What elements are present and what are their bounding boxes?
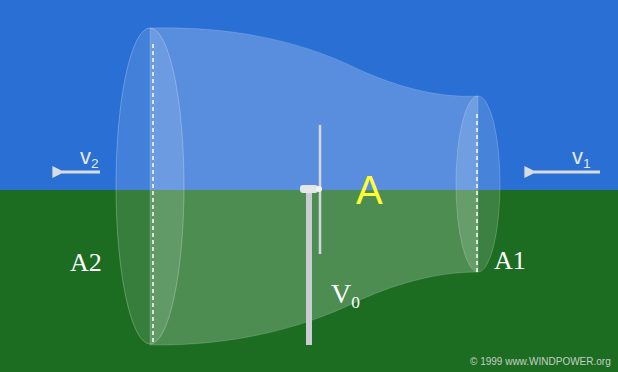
tube-outlet xyxy=(116,28,184,344)
outflow-arrow xyxy=(62,171,100,174)
area-label: A2 xyxy=(70,250,102,276)
turbine-hub xyxy=(316,186,322,192)
velocity-label: v1 xyxy=(572,146,591,170)
stream-tube xyxy=(150,28,478,345)
section-a2-line xyxy=(152,44,154,342)
velocity-label: v2 xyxy=(80,146,99,170)
turbine-tower xyxy=(306,192,312,345)
turbine-nacelle xyxy=(300,185,318,193)
tube-inlet xyxy=(456,96,500,272)
section-a1-line xyxy=(476,114,478,272)
watermark: © 1999 www.WINDPOWER.org xyxy=(470,357,611,367)
ground xyxy=(0,190,618,372)
area-label: A1 xyxy=(494,248,526,274)
rotor-velocity-label: V0 xyxy=(331,280,360,311)
inflow-arrow xyxy=(534,171,600,174)
rotor-area-label: A xyxy=(356,170,383,210)
